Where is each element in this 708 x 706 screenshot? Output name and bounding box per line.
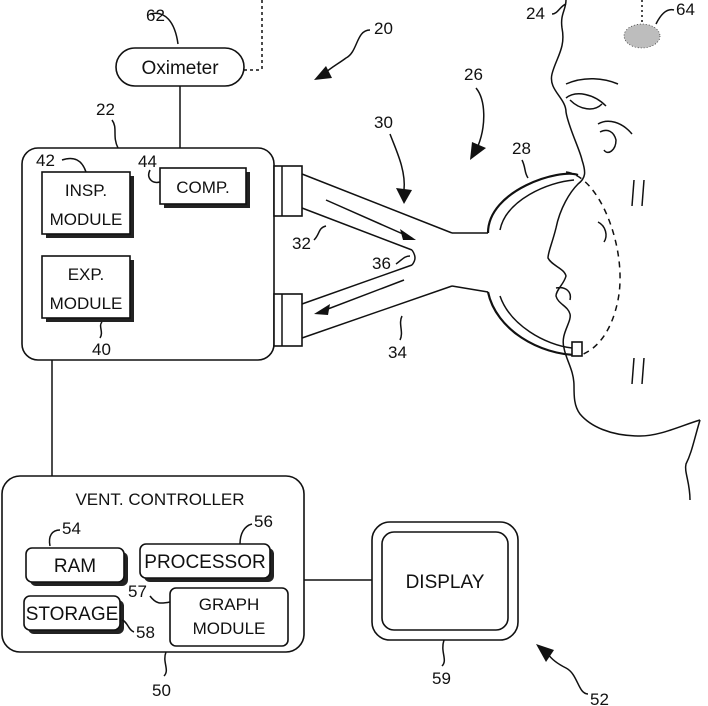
processor-label: PROCESSOR xyxy=(144,552,265,573)
ref-30: 30 xyxy=(374,113,393,132)
insp-module-line2: MODULE xyxy=(50,210,123,229)
oximeter-block: Oximeter 62 xyxy=(116,0,262,148)
graph-module-line2: MODULE xyxy=(193,619,266,638)
ref-26: 26 xyxy=(464,65,483,84)
comp-label: COMP. xyxy=(176,178,230,197)
face-profile xyxy=(548,0,700,436)
ref-20-arrowhead xyxy=(314,66,332,80)
ref-50: 50 xyxy=(152,681,171,700)
jaw-mark-2 xyxy=(642,358,644,384)
ref-20-leader xyxy=(324,30,370,74)
ref-36: 36 xyxy=(372,254,391,273)
ref-42: 42 xyxy=(36,151,55,170)
ref-59: 59 xyxy=(432,669,451,688)
exp-module-line2: MODULE xyxy=(50,294,123,313)
ref-36-leader xyxy=(396,256,410,264)
ref-30-leader xyxy=(390,134,404,190)
vent-controller-title: VENT. CONTROLLER xyxy=(75,490,244,509)
ref-50-leader xyxy=(164,652,166,676)
eye-lower xyxy=(570,100,602,109)
ref-64-leader xyxy=(656,10,674,24)
display-label: DISPLAY xyxy=(406,572,485,593)
insp-module-line1: INSP. xyxy=(65,181,107,200)
wye-crotch xyxy=(412,250,415,265)
jaw-mark-1 xyxy=(632,358,634,384)
ref-44: 44 xyxy=(138,152,157,171)
mask-dashed-edge xyxy=(566,172,620,356)
ref-40: 40 xyxy=(92,340,111,359)
ref-24: 24 xyxy=(526,4,545,23)
exp-module-line1: EXP. xyxy=(68,265,105,284)
expiratory-port xyxy=(274,294,302,346)
oximeter-label: Oximeter xyxy=(141,58,219,79)
ref-34: 34 xyxy=(388,343,407,362)
ref-28-leader xyxy=(522,160,528,178)
ref-26-arrowhead xyxy=(470,142,486,160)
graph-module-line1: GRAPH xyxy=(199,595,259,614)
storage-label: STORAGE xyxy=(26,604,119,625)
ref-62: 62 xyxy=(146,6,165,25)
insp-flow-arrowhead xyxy=(400,229,416,240)
ref-58: 58 xyxy=(136,623,155,642)
ref-22: 22 xyxy=(96,100,115,119)
cheek-mark-2 xyxy=(642,180,644,206)
vent-controller: VENT. CONTROLLER RAM 54 PROCESSOR 56 STO… xyxy=(2,476,304,700)
ram-label: RAM xyxy=(54,556,96,577)
insp-flow-arrow-shaft xyxy=(326,200,412,238)
ear-cheek-top xyxy=(598,121,632,134)
ref-54: 54 xyxy=(62,519,81,538)
insp-limb-top xyxy=(302,174,452,233)
ref-20: 20 xyxy=(374,19,393,38)
ref-32: 32 xyxy=(292,234,311,253)
mask-bottom-clip xyxy=(572,342,582,356)
mask-strap-clip xyxy=(598,222,606,242)
eye-lid xyxy=(566,94,606,106)
patient-face: 64 24 xyxy=(526,0,700,500)
cheek-mark-1 xyxy=(632,180,634,206)
ref-22-leader xyxy=(112,120,118,148)
inspiratory-port xyxy=(274,166,302,216)
ref-30-arrowhead xyxy=(396,188,412,204)
eyebrow xyxy=(566,79,618,84)
display: DISPLAY 59 52 xyxy=(372,522,609,706)
oximetry-sensor xyxy=(624,24,660,48)
ventilator-unit: INSP. MODULE COMP. EXP. MODULE 22 42 44 … xyxy=(22,100,302,360)
ref-52: 52 xyxy=(590,690,609,706)
ref-56: 56 xyxy=(254,512,273,531)
ref-52-leader xyxy=(548,654,588,694)
ref-57: 57 xyxy=(128,582,147,601)
ref-59-leader xyxy=(442,640,444,666)
ref-26-leader xyxy=(476,88,484,146)
neck-line xyxy=(686,420,700,500)
ref-64: 64 xyxy=(676,0,695,19)
breathing-circuit: 30 32 36 34 28 20 26 xyxy=(292,19,620,362)
exp-flow-arrowhead xyxy=(314,304,330,315)
ref-52-arrowhead xyxy=(536,644,554,662)
wye-bottom xyxy=(452,286,488,292)
ref-28: 28 xyxy=(512,139,531,158)
ref-34-leader xyxy=(400,316,402,340)
ear-inner xyxy=(600,130,616,152)
ref-32-leader xyxy=(314,226,326,240)
